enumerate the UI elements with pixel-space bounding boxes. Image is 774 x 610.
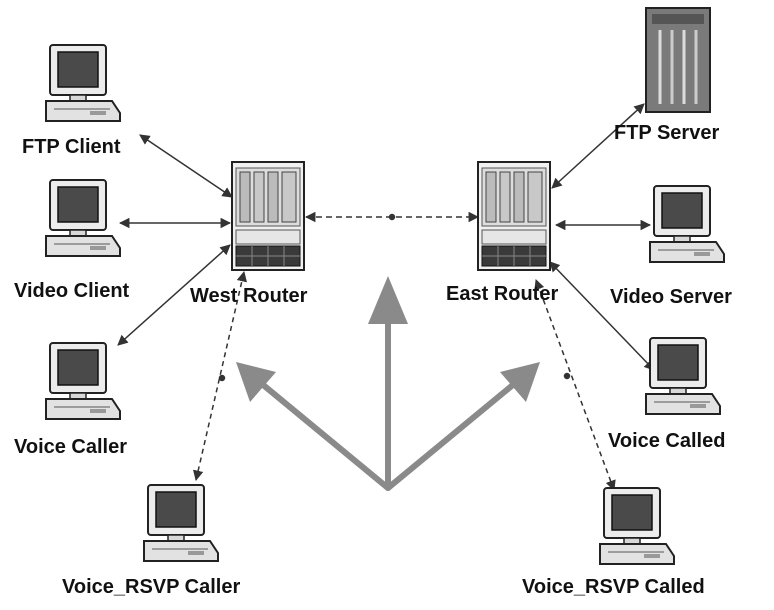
router-link [304, 211, 480, 223]
voice-rsvp-called-label: Voice_RSVP Called [522, 576, 705, 598]
video-client-icon[interactable] [45, 179, 121, 257]
voice-caller-icon[interactable] [45, 342, 121, 420]
voice-rsvp-caller-label: Voice_RSVP Caller [62, 576, 241, 598]
link-voice-called-east [549, 261, 655, 371]
link-ftp-server-east [551, 103, 645, 189]
voice-rsvp-called-icon[interactable] [599, 487, 675, 565]
video-server-icon[interactable] [649, 185, 725, 263]
west-router-icon[interactable] [231, 161, 305, 271]
east-router-label: East Router [446, 283, 559, 305]
ftp-client-label: FTP Client [22, 136, 121, 158]
west-links [117, 134, 247, 482]
link-ftp-client-west [139, 134, 233, 198]
voice-called-icon[interactable] [645, 337, 721, 415]
link-voice-caller-west [117, 244, 231, 346]
west-router-label: West Router [190, 285, 308, 307]
server-icon[interactable] [645, 7, 711, 113]
voice-caller-label: Voice Caller [14, 436, 128, 458]
video-client-label: Video Client [14, 280, 130, 302]
east-router-icon[interactable] [477, 161, 551, 271]
video-server-label: Video Server [610, 286, 732, 308]
voice-rsvp-caller-icon[interactable] [143, 484, 219, 562]
east-links [534, 103, 655, 491]
voice-called-label: Voice Called [608, 430, 726, 452]
ftp-client-icon[interactable] [45, 44, 121, 122]
direction-arrows [236, 276, 540, 491]
link-voice-rsvp-called-east [534, 279, 616, 491]
ftp-server-label: FTP Server [614, 122, 720, 144]
